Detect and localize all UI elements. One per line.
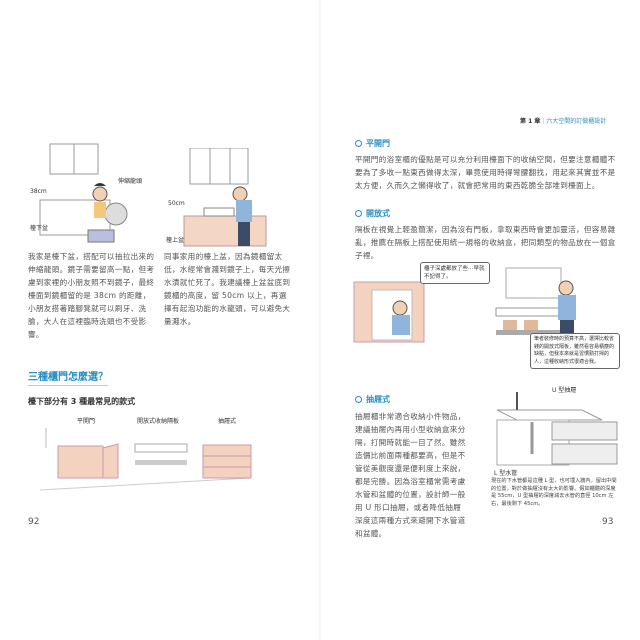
speech-bubble-2: 筆者裝修時的預算不高，選擇比較省錢的開放式隔板，雖然看容易積塵的缺點，但我本來就…: [530, 333, 620, 369]
label-faucet: 伸縮龍頭: [118, 178, 143, 185]
illustration-man-under-sink: [353, 281, 425, 343]
page-number-left: 92: [28, 517, 40, 527]
paragraph-colleague-home: 同事家用的檯上盆，因為鏡櫃留太低，水經常會濺到鏡子上，每天光擦水漬就忙死了。我建…: [164, 252, 291, 326]
running-header: 第 1 章 | 六大空間的訂做櫃設計: [520, 118, 607, 125]
heading-text: 抽屜式: [366, 395, 390, 404]
paragraph-hinged-door: 平開門的浴室櫃的優點是可以充分利用檯面下的收納空間，但要注意櫃體不要為了多收一點…: [355, 155, 616, 190]
label-l-pipe: L 型水管: [494, 470, 518, 477]
page-number-right: 93: [602, 517, 614, 527]
illustration-drawer-cabinet: [496, 392, 618, 466]
label-height-50cm: 50cm: [168, 200, 185, 207]
heading-open-shelf: 開放式: [355, 208, 390, 219]
paragraph-drawer: 抽屜櫃非常適合收納小件物品，建議抽屜內再用小型收納盒來分隔，打開時就能一目了然。…: [355, 412, 466, 538]
label-vessel-basin: 檯上盆: [166, 237, 185, 244]
label-undermount-basin: 檯下盆: [30, 225, 49, 232]
heading-hinged-door: 平開門: [355, 138, 390, 149]
illustration-adult-washing: [183, 148, 267, 247]
page-fold: [319, 0, 321, 640]
chapter-number: 第 1 章: [520, 118, 541, 125]
illustration-open-shelf-man: [495, 267, 576, 352]
drawer-caption: 現在的下水管都是這種 L 型，也可埋入牆內，留出中間的位置，對於做抽屜沒有太大的…: [491, 478, 617, 507]
paragraph-open-shelf: 隔板在視覺上輕盈簡潔，因為沒有門板，拿取東西時會更加靈活，但容易雜亂，推薦在隔板…: [355, 225, 616, 260]
cabinet-label-hinged: 平開門: [77, 418, 96, 425]
paragraph-my-home: 我家是檯下盆，搭配可以抽拉出來的伸縮龍頭。鏡子需要留高一點，但考慮到家裡的小朋友…: [28, 252, 155, 339]
cabinet-label-drawer: 抽屜式: [218, 418, 237, 425]
chapter-title: 六大空間的訂做櫃設計: [546, 118, 607, 125]
section-subtitle: 檯下部分有 3 種最常見的款式: [28, 397, 136, 406]
label-u-drawer: U 型抽屜: [552, 387, 577, 394]
heading-text: 開放式: [366, 209, 390, 218]
circle-bullet-icon: [355, 140, 362, 147]
heading-text: 平開門: [366, 139, 390, 148]
illustration-three-cabinets: [40, 428, 252, 491]
cabinet-label-open: 開放式收納隔板: [137, 418, 180, 425]
circle-bullet-icon: [355, 210, 362, 217]
circle-bullet-icon: [355, 396, 362, 403]
label-height-38cm: 38cm: [30, 188, 47, 195]
speech-bubble-1: 櫃子深處都放了些⋯早就不記得了。: [420, 262, 490, 284]
heading-drawer: 抽屜式: [355, 394, 390, 405]
illustration-child-washing: [39, 143, 128, 243]
section-title: 三種櫃門怎麼選？: [28, 368, 108, 386]
